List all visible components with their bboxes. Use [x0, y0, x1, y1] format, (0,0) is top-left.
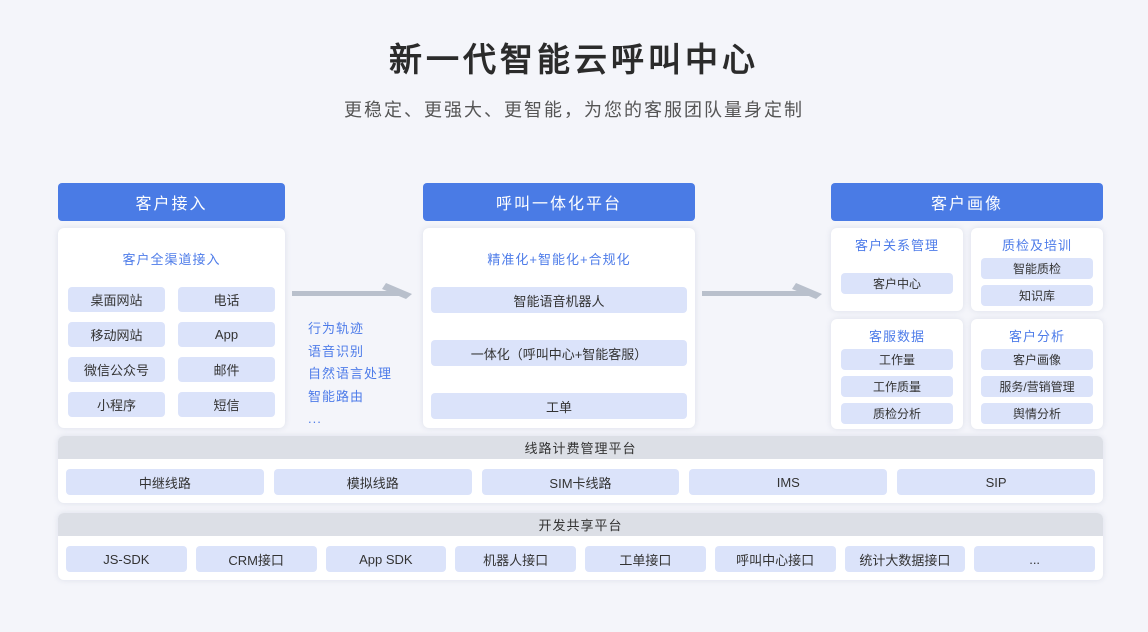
- line-chip: SIM卡线路: [481, 469, 680, 495]
- customer-access-header: 客户接入: [58, 183, 285, 221]
- dev-sharing-chips: JS-SDK CRM接口 App SDK 机器人接口 工单接口 呼叫中心接口 统…: [58, 536, 1103, 572]
- column-customer-access: 客户接入 客户全渠道接入 桌面网站 电话 移动网站 App 微信公众号 邮件 小…: [58, 183, 285, 428]
- portrait-chip: 客户中心: [841, 273, 953, 294]
- platform-chip: 一体化（呼叫中心+智能客服）: [431, 340, 687, 366]
- service-data-card: 客服数据 工作量 工作质量 质检分析: [831, 319, 963, 429]
- customer-portrait-header: 客户画像: [831, 183, 1103, 221]
- platform-chip: 智能语音机器人: [431, 287, 687, 313]
- portrait-chip: 知识库: [981, 285, 1093, 306]
- capability-item: 行为轨迹: [308, 321, 365, 336]
- service-data-card-title: 客服数据: [868, 329, 925, 344]
- flow-platform-to-portrait: [700, 283, 830, 310]
- capability-item: 智能路由: [308, 388, 365, 404]
- capability-item: 自然语言处理: [308, 366, 393, 381]
- line-chip: IMS: [689, 469, 888, 495]
- channel-chip: 移动网站: [68, 322, 165, 347]
- line-billing-platform-title: 线路计费管理平台: [58, 436, 1103, 459]
- sdk-chip: App SDK: [325, 546, 447, 572]
- page-title: 新一代智能云呼叫中心: [389, 41, 759, 78]
- crm-card: 客户关系管理 客户中心: [831, 228, 963, 311]
- customer-analysis-card-title: 客户分析: [1008, 329, 1065, 344]
- call-platform-header: 呼叫一体化平台: [423, 183, 695, 221]
- sdk-chip: ...: [974, 546, 1095, 572]
- crm-card-title: 客户关系管理: [854, 238, 939, 253]
- sdk-chip: 呼叫中心接口: [714, 546, 836, 572]
- channel-chip: App: [178, 322, 275, 347]
- customer-analysis-card: 客户分析 客户画像 服务/营销管理 舆情分析: [971, 319, 1103, 429]
- right-arrow-icon: [702, 283, 822, 299]
- portrait-chip: 舆情分析: [981, 403, 1093, 424]
- line-billing-platform-bar: 线路计费管理平台 中继线路 模拟线路 SIM卡线路 IMS SIP: [58, 436, 1103, 503]
- sdk-chip: CRM接口: [195, 546, 317, 572]
- portrait-chip: 质检分析: [841, 403, 953, 424]
- sdk-chip: 工单接口: [585, 546, 706, 572]
- channel-chip: 桌面网站: [68, 287, 165, 312]
- flow-access-to-platform: 行为轨迹 语音识别 自然语言处理 智能路由 ...: [290, 283, 420, 431]
- channel-chip: 小程序: [68, 392, 165, 417]
- column-customer-portrait: 客户画像 客户关系管理 客户中心 质检及培训 智能质检 知识库 客服数据 工作量…: [831, 183, 1103, 429]
- right-arrow-icon: [292, 283, 412, 299]
- sdk-chip: 机器人接口: [455, 546, 576, 572]
- portrait-chip: 智能质检: [981, 258, 1093, 279]
- portrait-chip: 工作质量: [841, 376, 953, 397]
- line-chip: 模拟线路: [273, 469, 472, 495]
- capability-item: 语音识别: [308, 343, 365, 359]
- column-call-platform: 呼叫一体化平台 精准化+智能化+合规化 智能语音机器人 一体化（呼叫中心+智能客…: [423, 183, 695, 428]
- capability-list: 行为轨迹 语音识别 自然语言处理 智能路由 ...: [308, 318, 420, 431]
- channel-chip: 微信公众号: [68, 357, 165, 382]
- line-chip: 中继线路: [66, 469, 264, 495]
- portrait-chip: 服务/营销管理: [981, 376, 1093, 397]
- customer-access-card: 客户全渠道接入 桌面网站 电话 移动网站 App 微信公众号 邮件 小程序 短信: [58, 228, 285, 428]
- access-channel-grid: 桌面网站 电话 移动网站 App 微信公众号 邮件 小程序 短信: [68, 287, 275, 417]
- sdk-chip: JS-SDK: [66, 546, 187, 572]
- line-chip: SIP: [897, 469, 1095, 495]
- qa-training-card: 质检及培训 智能质检 知识库: [971, 228, 1103, 311]
- customer-access-card-title: 客户全渠道接入: [122, 252, 221, 267]
- sdk-chip: 统计大数据接口: [844, 546, 966, 572]
- capability-item: ...: [308, 411, 322, 426]
- call-platform-card: 精准化+智能化+合规化 智能语音机器人 一体化（呼叫中心+智能客服） 工单: [423, 228, 695, 428]
- portrait-chip: 工作量: [841, 349, 953, 370]
- qa-training-card-title: 质检及培训: [1001, 238, 1072, 253]
- call-platform-card-title: 精准化+智能化+合规化: [487, 252, 631, 267]
- channel-chip: 电话: [178, 287, 275, 312]
- line-billing-chips: 中继线路 模拟线路 SIM卡线路 IMS SIP: [58, 459, 1103, 495]
- portrait-chip: 客户画像: [981, 349, 1093, 370]
- dev-sharing-platform-title: 开发共享平台: [58, 513, 1103, 536]
- dev-sharing-platform-bar: 开发共享平台 JS-SDK CRM接口 App SDK 机器人接口 工单接口 呼…: [58, 513, 1103, 580]
- page-subtitle: 更稳定、更强大、更智能，为您的客服团队量身定制: [344, 100, 804, 120]
- channel-chip: 短信: [178, 392, 275, 417]
- portrait-card-grid: 客户关系管理 客户中心 质检及培训 智能质检 知识库 客服数据 工作量 工作质量…: [831, 228, 1103, 429]
- channel-chip: 邮件: [178, 357, 275, 382]
- platform-chip: 工单: [431, 393, 687, 419]
